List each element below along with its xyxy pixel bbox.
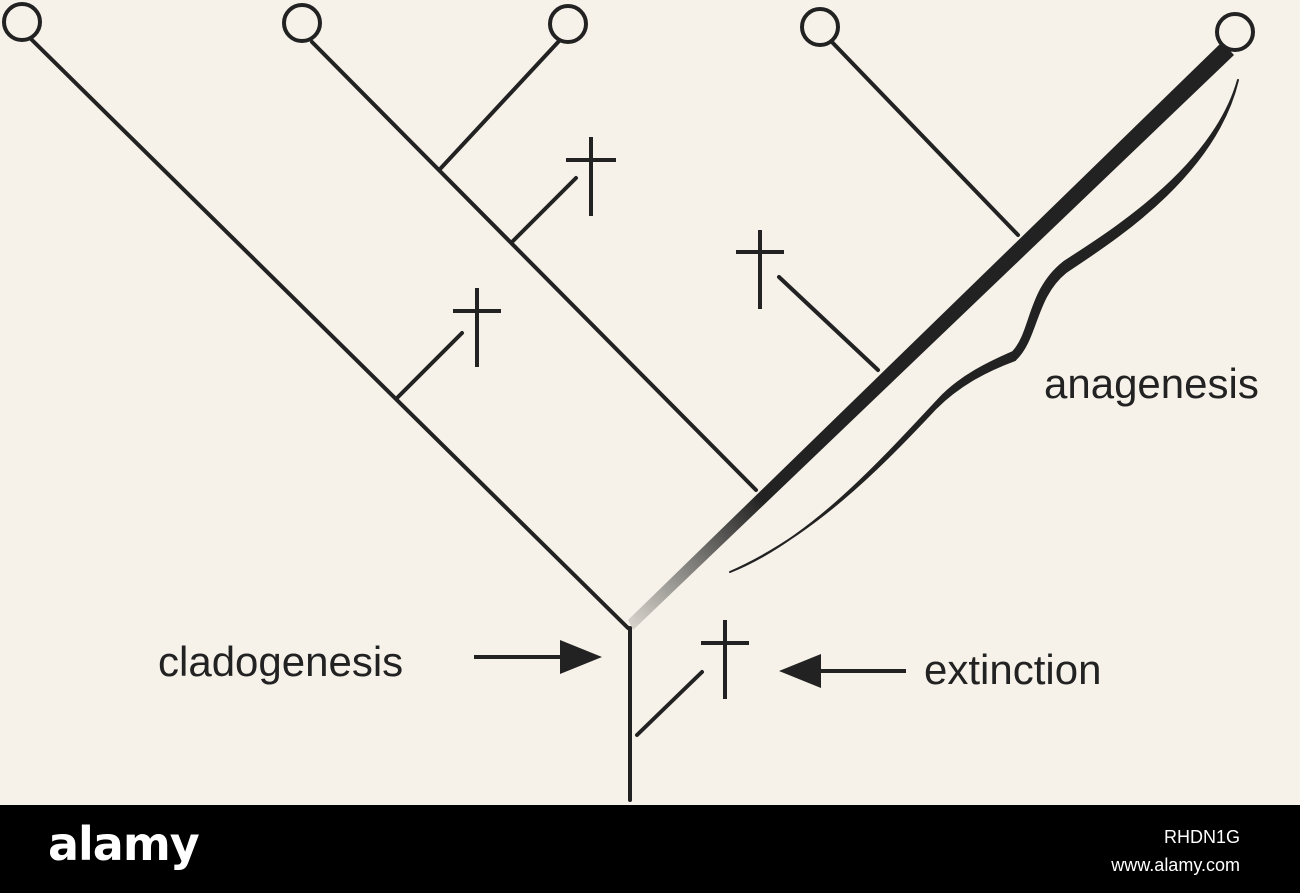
terminal-taxon-1 <box>2 2 42 42</box>
right-sister-branch <box>828 38 1020 237</box>
extinct-branch-left <box>395 331 464 400</box>
left-lineage <box>28 36 630 630</box>
dagger-icon <box>701 620 749 699</box>
cladogenesis-arrow-icon <box>474 640 602 674</box>
extinct-branch-right <box>777 275 880 372</box>
anagenesis-label: anagenesis <box>1044 360 1259 407</box>
anagenesis-brace <box>729 79 1239 573</box>
extinction-label: extinction <box>924 646 1101 693</box>
terminal-taxon-2 <box>282 3 322 43</box>
middle-lineage <box>310 40 758 492</box>
alamy-logo: alamy <box>48 817 200 871</box>
dagger-icon <box>453 288 501 367</box>
terminal-taxon-4 <box>800 7 840 47</box>
anagenesis-lineage <box>628 42 1234 630</box>
extinction-arrow-icon <box>779 654 906 688</box>
extinct-branch-middle <box>510 176 578 244</box>
phylogeny-diagram: anagenesis cladogenesis extinction <box>2 2 1259 802</box>
watermark-footer: alamy RHDN1G www.alamy.com <box>0 805 1300 893</box>
middle-sister-branch <box>439 38 562 170</box>
stock-image-id: RHDN1G <box>1163 827 1240 847</box>
terminal-taxon-3 <box>548 4 588 44</box>
terminal-taxon-5 <box>1215 12 1255 52</box>
dagger-icon <box>566 137 616 216</box>
phylogeny-tree-svg: anagenesis cladogenesis extinction <box>2 2 1259 802</box>
stock-site-url: www.alamy.com <box>1111 855 1240 875</box>
dagger-icon <box>736 230 784 309</box>
extinct-branch-trunk <box>635 670 704 737</box>
cladogenesis-label: cladogenesis <box>158 638 403 685</box>
